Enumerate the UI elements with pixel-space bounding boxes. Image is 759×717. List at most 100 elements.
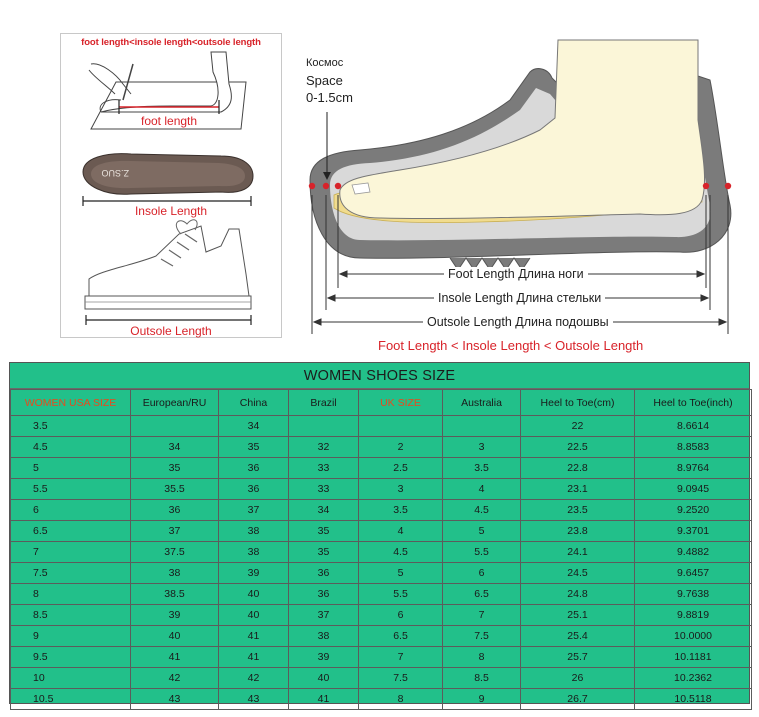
cell-uk: 7 <box>358 646 443 668</box>
cell-eu-ru: 34 <box>130 436 219 458</box>
cell-eu-ru: 38 <box>130 562 219 584</box>
space-label-en: Space <box>306 73 343 88</box>
insole-length-label: Insole Length Длина стельки <box>434 291 606 305</box>
cell-brazil <box>288 415 359 437</box>
cell-uk: 6 <box>358 604 443 626</box>
cell-inch: 9.8819 <box>634 604 752 626</box>
foot-start-marker <box>334 182 342 190</box>
cell-uk: 5.5 <box>358 583 443 605</box>
cell-uk: 3.5 <box>358 499 443 521</box>
cell-inch: 9.4882 <box>634 541 752 563</box>
space-allowance-label: Космос Space 0-1.5cm <box>306 55 353 106</box>
cell-uk <box>358 415 443 437</box>
header-australia: Australia <box>442 389 521 416</box>
cell-cm: 24.5 <box>520 562 635 584</box>
header-women-usa-size: WOMEN USA SIZE <box>10 389 131 416</box>
cell-inch: 9.3701 <box>634 520 752 542</box>
cell-eu-ru: 41 <box>130 646 219 668</box>
cell-brazil: 33 <box>288 457 359 479</box>
cell-china: 39 <box>218 562 289 584</box>
size-chart: WOMEN SHOES SIZE WOMEN USA SIZE European… <box>9 362 752 710</box>
header-china: China <box>218 389 289 416</box>
header-brazil: Brazil <box>288 389 359 416</box>
cell-cm: 23.1 <box>520 478 635 500</box>
header-heel-to-toe-cm: Heel to Toe(cm) <box>520 389 635 416</box>
cell-inch: 10.1181 <box>634 646 752 668</box>
cell-eu-ru: 38.5 <box>130 583 219 605</box>
space-label-ru: Космос <box>306 57 344 69</box>
insole-illustration: Z.SUO <box>82 153 254 206</box>
cell-china: 40 <box>218 604 289 626</box>
outsole-length-label: Outsole Length Длина подошвы <box>423 315 613 329</box>
cell-brazil: 36 <box>288 583 359 605</box>
cell-uk: 5 <box>358 562 443 584</box>
measurement-illustrations: Z.SUO <box>82 51 254 325</box>
cell-inch: 9.0945 <box>634 478 752 500</box>
cell-cm: 23.8 <box>520 520 635 542</box>
cell-china: 42 <box>218 667 289 689</box>
cell-inch: 10.5118 <box>634 688 752 710</box>
cell-cm: 25.7 <box>520 646 635 668</box>
cell-uk: 3 <box>358 478 443 500</box>
header-heel-to-toe-inch: Heel to Toe(inch) <box>634 389 752 416</box>
measurement-guide-panel: Z.SUO foot length<insole length<outsole … <box>60 33 282 338</box>
cell-cm: 23.5 <box>520 499 635 521</box>
cell-usa: 7.5 <box>10 562 131 584</box>
cell-cm: 22.8 <box>520 457 635 479</box>
cell-brazil: 38 <box>288 625 359 647</box>
cell-australia: 3 <box>442 436 521 458</box>
header-european-ru: European/RU <box>130 389 219 416</box>
cell-usa: 7 <box>10 541 131 563</box>
insole-length-caption: Insole Length <box>134 204 208 218</box>
cell-china: 40 <box>218 583 289 605</box>
cell-china: 37 <box>218 499 289 521</box>
cell-inch: 8.8583 <box>634 436 752 458</box>
cell-brazil: 32 <box>288 436 359 458</box>
cell-eu-ru: 36 <box>130 499 219 521</box>
cell-china: 41 <box>218 625 289 647</box>
cell-cm: 22.5 <box>520 436 635 458</box>
cell-uk: 2 <box>358 436 443 458</box>
cell-australia: 8.5 <box>442 667 521 689</box>
cell-inch: 9.6457 <box>634 562 752 584</box>
cell-brazil: 39 <box>288 646 359 668</box>
cell-china: 36 <box>218 478 289 500</box>
table-header-row: WOMEN USA SIZE European/RU China Brazil … <box>10 389 752 416</box>
cell-australia: 7.5 <box>442 625 521 647</box>
cell-cm: 24.1 <box>520 541 635 563</box>
cell-inch: 8.9764 <box>634 457 752 479</box>
cell-usa: 9.5 <box>10 646 131 668</box>
cell-australia: 7 <box>442 604 521 626</box>
foot-length-label: Foot Length Длина ноги <box>444 267 588 281</box>
cell-inch: 9.7638 <box>634 583 752 605</box>
cell-usa: 5.5 <box>10 478 131 500</box>
cell-brazil: 41 <box>288 688 359 710</box>
cell-cm: 24.8 <box>520 583 635 605</box>
cell-australia: 8 <box>442 646 521 668</box>
cell-eu-ru: 37.5 <box>130 541 219 563</box>
cell-brazil: 40 <box>288 667 359 689</box>
cell-eu-ru: 39 <box>130 604 219 626</box>
cell-china: 34 <box>218 415 289 437</box>
cell-eu-ru: 42 <box>130 667 219 689</box>
outsole-start-marker <box>308 182 316 190</box>
cell-usa: 10.5 <box>10 688 131 710</box>
foot-measure-illustration <box>88 51 247 130</box>
cell-eu-ru: 43 <box>130 688 219 710</box>
cell-brazil: 35 <box>288 520 359 542</box>
space-range: 0-1.5cm <box>306 90 353 105</box>
cell-usa: 6.5 <box>10 520 131 542</box>
